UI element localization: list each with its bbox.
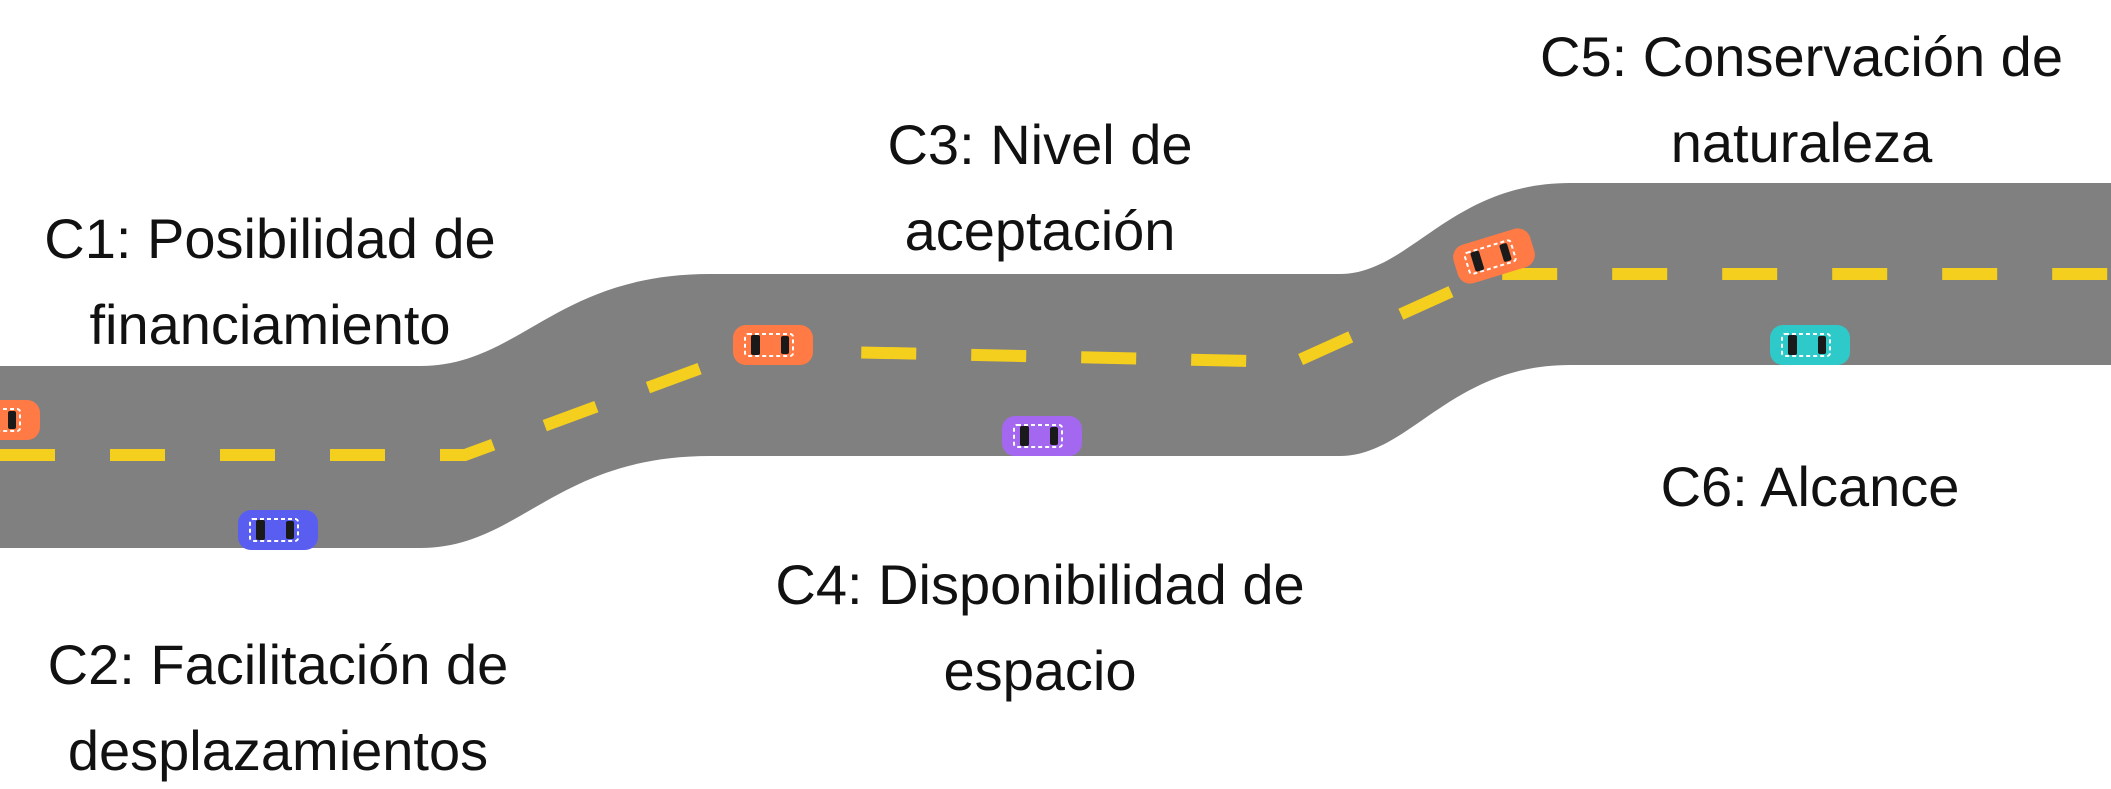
criterion-c3-line2: aceptación [904, 199, 1176, 262]
car-icon [732, 324, 814, 366]
criterion-c4-line2: espacio [943, 639, 1137, 702]
car-icon [1001, 415, 1083, 457]
criterion-c4-label: C4: Disponibilidad de espacio [720, 542, 1360, 714]
criterion-c3-line1: C3: Nivel de [887, 113, 1193, 176]
criterion-c5-line1: C5: Conservación de [1540, 25, 2063, 88]
criterion-c3-label: C3: Nivel de aceptación [800, 102, 1280, 274]
car-icon [0, 399, 41, 441]
criterion-c1-line2: financiamiento [89, 293, 451, 356]
criterion-c5-line2: naturaleza [1670, 111, 1933, 174]
criterion-c6-line1: C6: Alcance [1660, 455, 1960, 518]
criterion-c5-label: C5: Conservación de naturaleza [1492, 14, 2111, 186]
criterion-c6-label: C6: Alcance [1600, 444, 2020, 530]
lane-marking [0, 268, 2111, 461]
criterion-c2-line2: desplazamientos [67, 719, 489, 782]
criterion-c4-line1: C4: Disponibilidad de [775, 553, 1305, 616]
car-icon [237, 509, 319, 551]
criterion-c1-label: C1: Posibilidad de financiamiento [0, 196, 540, 368]
criterion-c1-line1: C1: Posibilidad de [44, 207, 496, 270]
criterion-c2-line1: C2: Facilitación de [47, 633, 509, 696]
car-icon [1769, 324, 1851, 366]
criterion-c2-label: C2: Facilitación de desplazamientos [0, 622, 556, 789]
road [0, 183, 2111, 548]
